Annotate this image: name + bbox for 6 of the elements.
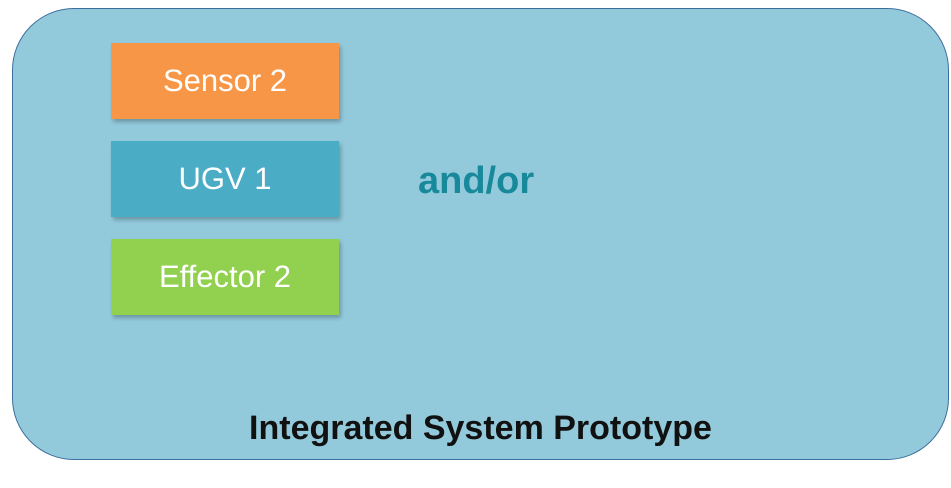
component-block: Sensor 2 bbox=[111, 43, 339, 119]
system-container bbox=[12, 8, 949, 460]
component-block: UGV 1 bbox=[111, 141, 339, 217]
container-title: Integrated System Prototype bbox=[248, 409, 713, 448]
note-text: and/or bbox=[418, 160, 534, 203]
component-block: Effector 2 bbox=[111, 239, 339, 315]
